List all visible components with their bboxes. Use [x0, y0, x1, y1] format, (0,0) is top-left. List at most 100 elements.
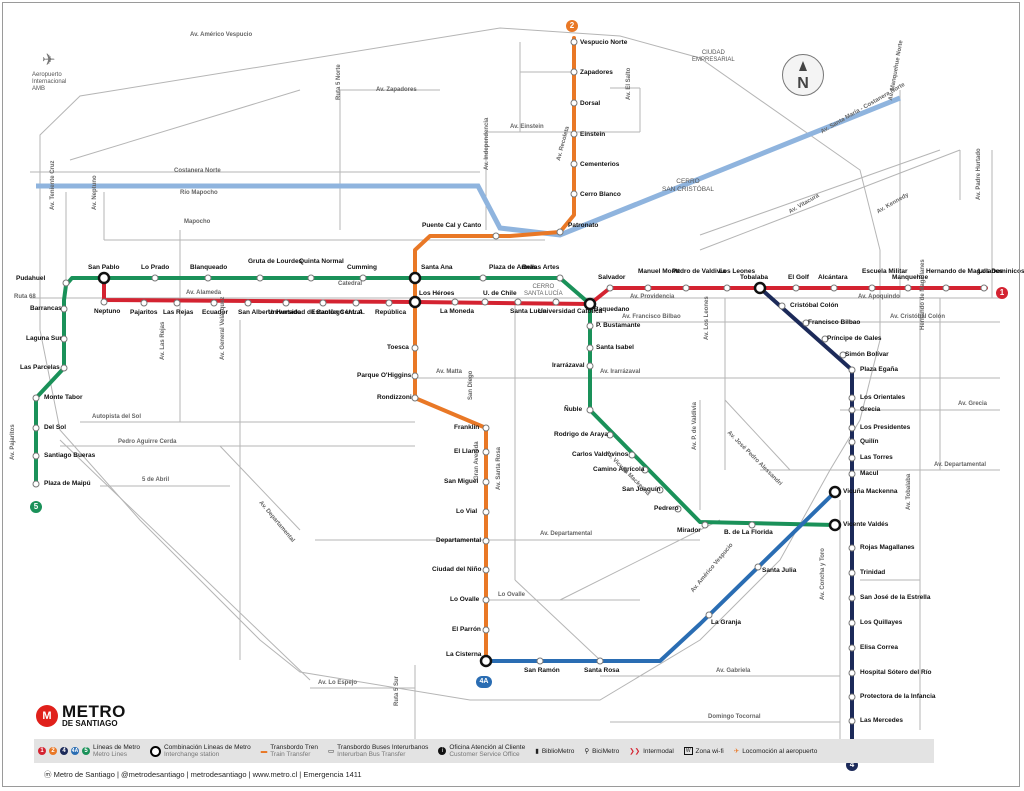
station-marker-principe-gales[interactable]: [821, 335, 829, 343]
station-label-republica[interactable]: República: [375, 309, 407, 316]
station-label-quinta[interactable]: Quinta Normal: [299, 258, 344, 265]
station-label-pudahuel[interactable]: Pudahuel: [16, 275, 46, 282]
station-label-santa-ana[interactable]: Santa Ana: [421, 264, 453, 271]
station-marker-san-alberto[interactable]: [244, 299, 252, 307]
station-label-bellas-artes[interactable]: Bellas Artes: [522, 264, 560, 271]
station-marker-los-presidentes[interactable]: [848, 424, 856, 432]
station-label-ciudad-nino[interactable]: Ciudad del Niño: [432, 566, 482, 573]
station-marker-cementerios[interactable]: [570, 160, 578, 168]
station-label-franklin[interactable]: Franklin: [454, 424, 480, 431]
station-marker-del-sol[interactable]: [32, 424, 40, 432]
station-label-camino-agricola[interactable]: Camino Agrícola: [593, 466, 645, 473]
station-label-gruta[interactable]: Gruta de Lourdes: [248, 258, 303, 265]
station-marker-san-ramon[interactable]: [536, 657, 544, 665]
station-marker-barrancas[interactable]: [60, 305, 68, 313]
footer-social-2[interactable]: @metrodesantiago: [121, 770, 185, 779]
station-label-pajaritos[interactable]: Pajaritos: [130, 309, 158, 316]
station-marker-irarrazaval[interactable]: [586, 362, 594, 370]
station-marker-las-mercedes[interactable]: [848, 717, 856, 725]
station-label-laguna-sur[interactable]: Laguna Sur: [26, 335, 62, 342]
station-marker-lo-vial[interactable]: [482, 508, 490, 516]
station-marker-trinidad[interactable]: [848, 569, 856, 577]
footer-web[interactable]: www.metro.cl: [252, 770, 298, 779]
station-marker-las-torres[interactable]: [848, 454, 856, 462]
station-marker-ciudad-nino[interactable]: [482, 566, 490, 574]
station-marker-manuel-montt[interactable]: [644, 284, 652, 292]
station-marker-mirador[interactable]: [701, 521, 709, 529]
station-label-cumming[interactable]: Cumming: [347, 264, 377, 271]
station-label-los-dominicos[interactable]: Los Dominicos: [978, 268, 1024, 275]
station-label-vespucio-norte[interactable]: Vespucio Norte: [580, 39, 628, 46]
station-marker-santa-julia[interactable]: [754, 563, 762, 571]
station-label-cementerios[interactable]: Cementerios: [580, 161, 620, 168]
station-label-rojas[interactable]: Rojas Magallanes: [860, 544, 915, 551]
station-marker-camino-agricola[interactable]: [641, 466, 649, 474]
station-label-irarrazaval[interactable]: Irarrázaval: [552, 362, 585, 369]
station-label-bellavista[interactable]: B. de La Florida: [724, 529, 773, 536]
station-label-plaza-maipu[interactable]: Plaza de Maipú: [44, 480, 91, 487]
station-marker-quinta[interactable]: [307, 274, 315, 282]
station-marker-rodrigo-araya[interactable]: [606, 431, 614, 439]
station-label-los-orientales[interactable]: Los Orientales: [860, 394, 906, 401]
station-marker-franklin[interactable]: [482, 424, 490, 432]
station-label-lo-prado[interactable]: Lo Prado: [141, 264, 170, 271]
station-marker-plaza-maipu[interactable]: [32, 480, 40, 488]
station-marker-santa-isabel[interactable]: [586, 344, 594, 352]
station-marker-grecia[interactable]: [848, 406, 856, 414]
station-label-hospital[interactable]: Hospital Sótero del Río: [860, 669, 932, 676]
station-marker-cristobal-colon[interactable]: [778, 302, 786, 310]
station-marker-usach[interactable]: [282, 299, 290, 307]
station-label-las-mercedes[interactable]: Las Mercedes: [860, 717, 903, 724]
station-label-principe-gales[interactable]: Príncipe de Gales: [827, 335, 882, 342]
station-marker-el-parron[interactable]: [482, 626, 490, 634]
station-label-lo-ovalle[interactable]: Lo Ovalle: [450, 596, 480, 603]
station-label-u-catolica[interactable]: Universidad Católica: [538, 308, 603, 315]
station-marker-quilin[interactable]: [848, 438, 856, 446]
station-marker-cerro-blanco[interactable]: [570, 190, 578, 198]
station-marker-los-leones[interactable]: [723, 284, 731, 292]
station-marker-pajaritos[interactable]: [140, 299, 148, 307]
station-label-toesca[interactable]: Toesca: [387, 344, 409, 351]
station-label-el-parron[interactable]: El Parrón: [452, 626, 481, 633]
footer-social-1[interactable]: Metro de Santiago: [53, 770, 115, 779]
station-label-la-cisterna[interactable]: La Cisterna: [446, 651, 482, 658]
station-label-u-chile[interactable]: U. de Chile: [483, 290, 517, 297]
station-marker-pudahuel[interactable]: [62, 279, 70, 287]
station-marker-republica[interactable]: [385, 299, 393, 307]
station-label-grecia[interactable]: Grecia: [860, 406, 881, 413]
station-label-mirador[interactable]: Mirador: [677, 527, 701, 534]
station-marker-el-llano[interactable]: [482, 448, 490, 456]
station-label-vicuna[interactable]: Vicuña Mackenna: [843, 488, 898, 495]
station-marker-estacion-central[interactable]: [319, 299, 327, 307]
station-marker-las-parcelas[interactable]: [60, 364, 68, 372]
station-label-santa-isabel[interactable]: Santa Isabel: [596, 344, 634, 351]
station-label-alcantara[interactable]: Alcántara: [818, 274, 848, 281]
station-label-departamental[interactable]: Departamental: [436, 537, 482, 544]
station-label-lo-vial[interactable]: Lo Vial: [456, 508, 478, 515]
station-marker-vicuna[interactable]: [828, 485, 842, 499]
station-label-san-miguel[interactable]: San Miguel: [444, 478, 479, 485]
station-label-plaza-egana[interactable]: Plaza Egaña: [860, 366, 898, 373]
station-label-san-pablo[interactable]: San Pablo: [88, 264, 120, 271]
station-label-nuble[interactable]: Ñuble: [564, 406, 583, 413]
station-label-las-torres[interactable]: Las Torres: [860, 454, 893, 461]
station-label-protectora[interactable]: Protectora de la Infancia: [860, 693, 936, 700]
station-marker-san-miguel[interactable]: [482, 478, 490, 486]
station-label-barrancas[interactable]: Barrancas: [30, 305, 62, 312]
station-label-escuela-militar[interactable]: Escuela Militar: [862, 268, 908, 275]
station-label-el-golf[interactable]: El Golf: [788, 274, 809, 281]
station-marker-pedro-valdivia[interactable]: [682, 284, 690, 292]
station-label-usach[interactable]: Universidad de Santiago: [268, 309, 344, 316]
station-label-elisa-correa[interactable]: Elisa Correa: [860, 644, 898, 651]
station-marker-escuela-militar[interactable]: [868, 284, 876, 292]
station-label-los-quillayes[interactable]: Los Quillayes: [860, 619, 903, 626]
station-marker-manquehue[interactable]: [904, 284, 912, 292]
station-marker-ecuador[interactable]: [210, 299, 218, 307]
station-label-santa-lucia[interactable]: Santa Lucía: [510, 308, 547, 315]
station-label-la-granja[interactable]: La Granja: [711, 619, 741, 626]
station-label-santiago-bueras[interactable]: Santiago Bueras: [44, 452, 96, 459]
station-marker-hernando[interactable]: [942, 284, 950, 292]
station-marker-san-pablo[interactable]: [97, 271, 111, 285]
station-label-monte-tabor[interactable]: Monte Tabor: [44, 394, 83, 401]
station-marker-zapadores[interactable]: [570, 68, 578, 76]
